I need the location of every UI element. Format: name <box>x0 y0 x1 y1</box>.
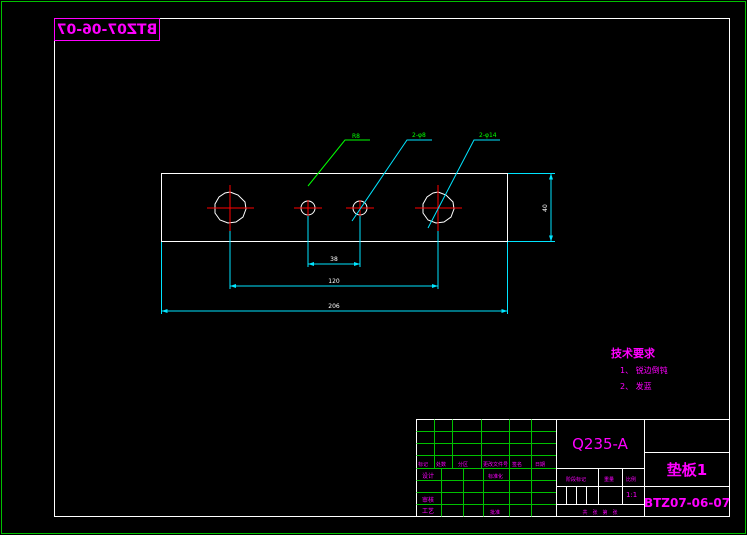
hole-small-left <box>294 200 322 216</box>
tb-designer: 设计 <box>422 472 434 480</box>
tb-label-sign: 签名 <box>512 461 522 468</box>
tb-stage-mark: 阶段标记 <box>566 476 586 483</box>
leader-r8 <box>307 139 370 187</box>
tb-part-name: 垫板1 <box>667 461 707 479</box>
part-outline <box>161 173 508 242</box>
tb-label-mark: 标记 <box>418 461 428 468</box>
leader-r8-label: R8 <box>352 133 360 140</box>
tech-req-item-2: 2、 发蓝 <box>620 381 652 391</box>
tb-scale-value: 1:1 <box>626 491 637 499</box>
dimension-arrows <box>161 173 553 313</box>
tech-req-item-1: 1、 锐边倒钝 <box>620 365 668 375</box>
tb-label-zone: 分区 <box>458 461 468 468</box>
tb-scale-label: 比例 <box>626 476 636 483</box>
dim-120: 120 <box>328 278 340 285</box>
tb-label-count: 处数 <box>436 461 446 468</box>
tb-label-date: 日期 <box>535 462 545 468</box>
leader-2phi8-label: 2-φ8 <box>412 132 426 139</box>
leader-2phi8 <box>351 139 432 222</box>
tb-checker: 审核 <box>422 496 434 504</box>
dim-206: 206 <box>328 303 340 310</box>
mirrored-code-box: BTZ07-06-07 <box>54 18 160 41</box>
dim-40: 40 <box>542 204 549 212</box>
drawing-frame <box>54 18 730 517</box>
tb-process: 工艺 <box>422 507 434 515</box>
tb-material: Q235-A <box>572 435 629 453</box>
title-block-grid <box>416 419 730 517</box>
tb-label-change: 更改文件号 <box>483 461 508 468</box>
tb-sheets: 共 张 第 张 <box>582 509 617 516</box>
tb-drawing-number: BTZ07-06-07 <box>644 496 730 510</box>
tb-standard: 标准化 <box>488 473 503 480</box>
tech-req-title: 技术要求 <box>611 346 656 360</box>
dim-38: 38 <box>330 256 338 263</box>
hole-large-left <box>207 185 254 231</box>
leader-2phi14 <box>427 139 500 229</box>
tb-weight: 重量 <box>604 476 614 483</box>
mirrored-code-text: BTZ07-06-07 <box>57 22 157 38</box>
dimension-lines <box>161 173 555 314</box>
leader-2phi14-label: 2-φ14 <box>479 132 497 139</box>
tb-approve: 批准 <box>490 509 500 516</box>
hole-small-right <box>346 200 374 216</box>
